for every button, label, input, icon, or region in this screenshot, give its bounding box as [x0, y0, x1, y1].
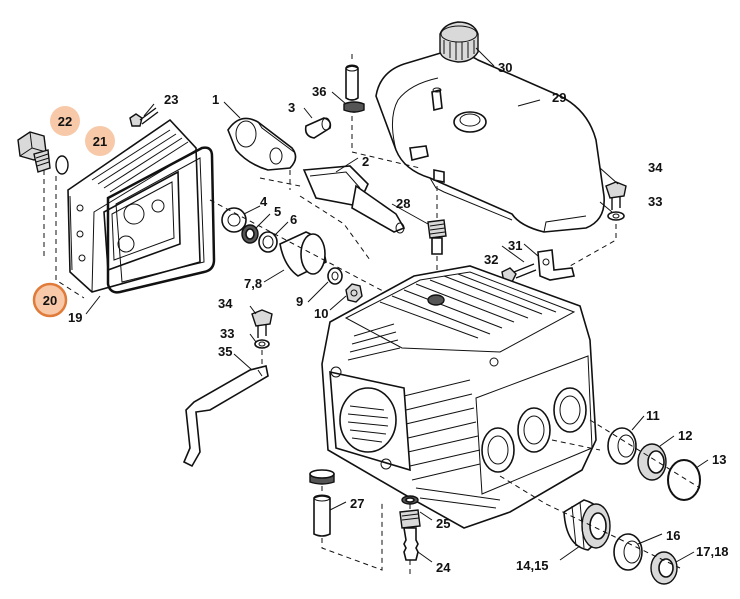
- washer-4: [221, 207, 247, 233]
- screw-23: [129, 107, 159, 127]
- clamp-27: [309, 469, 335, 485]
- label-35: 35: [218, 344, 232, 359]
- highlight-circle-22: [50, 106, 80, 136]
- label-22: 22: [58, 114, 72, 129]
- label-17-18: 17,18: [696, 544, 729, 559]
- label-30: 30: [498, 60, 512, 75]
- plug-22: [17, 131, 51, 173]
- highlight-circle-21: [85, 126, 115, 156]
- highlight-22[interactable]: 22: [50, 106, 80, 136]
- valve-14-15: [563, 499, 611, 551]
- label-29: 29: [552, 90, 566, 105]
- label-11: 11: [646, 408, 660, 423]
- nut-10: [345, 283, 363, 303]
- bracket-31: [537, 249, 575, 281]
- label-34-right: 34: [648, 160, 663, 175]
- fitting-28: [427, 219, 447, 255]
- label-25: 25: [436, 516, 450, 531]
- seal-11: [607, 427, 637, 465]
- label-2: 2: [362, 154, 369, 169]
- crankcase: [321, 265, 597, 529]
- o-ring-21: [55, 155, 69, 175]
- nut-17-18: [650, 551, 678, 585]
- label-16: 16: [666, 528, 680, 543]
- label-34-left: 34: [218, 296, 233, 311]
- conrod-1: [227, 117, 297, 171]
- label-21: 21: [93, 134, 107, 149]
- washer-33-right: [607, 211, 625, 221]
- washer-33-left: [254, 339, 270, 349]
- seal-16: [613, 533, 643, 571]
- washer-9: [327, 267, 343, 285]
- plunger-2: [302, 165, 406, 234]
- label-28: 28: [396, 196, 410, 211]
- bracket-35: [182, 365, 269, 468]
- label-31: 31: [508, 238, 522, 253]
- screw-34-left: [251, 309, 273, 338]
- o-ring-13: [667, 459, 701, 501]
- seal-5: [241, 224, 259, 244]
- oil-tank-29: [375, 50, 605, 233]
- label-36: 36: [312, 84, 326, 99]
- label-19: 19: [68, 310, 82, 325]
- label-23: 23: [164, 92, 178, 107]
- label-33-left: 33: [220, 326, 234, 341]
- screw-34-right: [605, 181, 627, 210]
- label-24: 24: [436, 560, 451, 575]
- label-9: 9: [296, 294, 303, 309]
- leader-lines: [85, 47, 709, 563]
- cap-30: [439, 21, 479, 63]
- label-32: 32: [484, 252, 498, 267]
- highlight-21[interactable]: 21: [85, 126, 115, 156]
- label-10: 10: [314, 306, 328, 321]
- hose-36: [343, 64, 365, 113]
- label-14-15: 14,15: [516, 558, 549, 573]
- cylinder-head-cover: [67, 118, 201, 293]
- label-1: 1: [212, 92, 219, 107]
- washer-6: [258, 231, 278, 253]
- pin-3: [304, 117, 332, 139]
- sleeve-7-8: [279, 231, 327, 277]
- label-7-8: 7,8: [244, 276, 262, 291]
- label-13: 13: [712, 452, 726, 467]
- label-20: 20: [43, 293, 57, 308]
- label-5: 5: [274, 204, 281, 219]
- label-27: 27: [350, 496, 364, 511]
- label-12: 12: [678, 428, 692, 443]
- label-3: 3: [288, 100, 295, 115]
- seal-12: [637, 443, 667, 481]
- label-6: 6: [290, 212, 297, 227]
- highlight-20[interactable]: 20: [32, 282, 68, 318]
- seal-25: [401, 495, 419, 505]
- hose-27: [313, 494, 331, 537]
- fitting-24: [399, 509, 421, 561]
- part-labels: 1 3 2 4 5 6 7,8 9 10 28 31 32 34 33 30 2…: [68, 60, 729, 575]
- highlight-circle-20: [32, 282, 68, 318]
- gasket-19: [106, 146, 216, 294]
- label-4: 4: [260, 194, 268, 209]
- label-33-right: 33: [648, 194, 662, 209]
